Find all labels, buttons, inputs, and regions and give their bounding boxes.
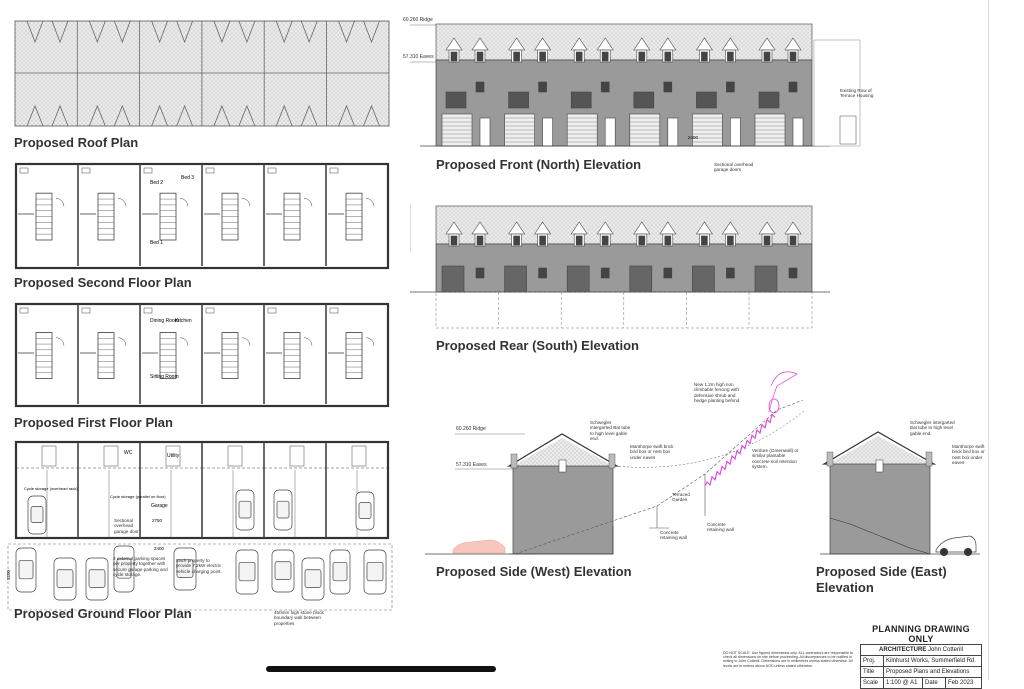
ground-floor-plan-drawing: WC Utility Garage Cycle storage (overhea… bbox=[6, 440, 393, 611]
second-floor-plan-drawing: Bed 2 Bed 3 Bed 1 bbox=[14, 162, 390, 270]
side-west-elevation-title: Proposed Side (West) Elevation bbox=[436, 564, 632, 579]
rear-elevation-title: Proposed Rear (South) Elevation bbox=[436, 338, 639, 353]
dim-2400-plan: 2400 bbox=[154, 546, 165, 551]
side-east-elevation-drawing bbox=[820, 431, 980, 556]
sheet-edge bbox=[988, 0, 989, 680]
existing-terrace-note: Existing Row of Terrace Housing bbox=[840, 88, 874, 99]
manthorpe-note: Manthorpe swift brick bird box or nest b… bbox=[630, 444, 674, 460]
title-label: Title bbox=[861, 667, 884, 677]
tb-practice-row: ARCHITECTURE John Cotterill bbox=[860, 644, 982, 656]
ridge-level-side: 60.260 Ridge bbox=[456, 426, 486, 432]
roof-plan-drawing bbox=[14, 20, 390, 127]
side-east-elevation-title: Proposed Side (East) Elevation bbox=[816, 564, 947, 595]
concrete-wall-note-1: Concrete retaining wall bbox=[660, 530, 687, 541]
concrete-wall-note-2: Concrete retaining wall bbox=[707, 522, 734, 533]
front-elevation-drawing: 2400 bbox=[410, 23, 861, 147]
cycle-storage-mid: Cycle storage (parallel on floor) bbox=[110, 494, 166, 499]
bed2-label: Bed 2 bbox=[150, 180, 163, 186]
dim-2400-front: 2400 bbox=[688, 135, 699, 140]
roof-plan-title: Proposed Roof Plan bbox=[14, 135, 139, 150]
ridge-level-front: 60.260 Ridge bbox=[403, 17, 433, 23]
side-west-elevation-drawing bbox=[425, 371, 806, 555]
dim-2750: 2750 bbox=[152, 518, 163, 523]
title-value: Proposed Plans and Elevations bbox=[886, 669, 970, 675]
wc-label: WC bbox=[124, 450, 133, 456]
parking-note: 2 external parking spaces per property t… bbox=[113, 556, 168, 578]
first-floor-plan-title: Proposed First Floor Plan bbox=[14, 415, 173, 430]
tb-project-row: Proj. Kilnhurst Works, Summerfield Rd. bbox=[860, 656, 982, 667]
ground-floor-plan-title: Proposed Ground Floor Plan bbox=[14, 606, 192, 621]
cycle-storage-left: Cycle storage (overhead rack) bbox=[24, 486, 78, 491]
bat-tube-east-note: Schwegler intergarted Bat tube to high l… bbox=[910, 420, 955, 436]
sectional-doors-note: Sectional overhead garage doors bbox=[714, 162, 754, 173]
first-floor-plan-drawing: Dining Room Kitchen Sitting Room bbox=[14, 302, 390, 408]
practice-name: ARCHITECTURE bbox=[878, 647, 927, 653]
tb-title-row: Title Proposed Plans and Elevations bbox=[860, 667, 982, 678]
kitchen-label: Kitchen bbox=[175, 318, 192, 324]
terraced-garden-note: Terraced Garden bbox=[672, 492, 690, 503]
verdure-note: Verdure (Greenwall) or similar plantable… bbox=[752, 448, 799, 470]
bed3-label: Bed 3 bbox=[181, 175, 194, 181]
ev-charging-note: Each property to provide 7.2kW electric … bbox=[176, 558, 222, 574]
architect-name: John Cotterill bbox=[928, 647, 964, 653]
garage-label: Garage bbox=[151, 503, 168, 509]
title-block: PLANNING DRAWING ONLY ARCHITECTURE John … bbox=[860, 624, 982, 689]
bed1-label: Bed 1 bbox=[150, 240, 163, 246]
second-floor-plan-title: Proposed Second Floor Plan bbox=[14, 275, 192, 290]
bat-tube-note: Schwegler intergarted Bat tube to high l… bbox=[590, 420, 631, 442]
home-indicator[interactable] bbox=[266, 666, 496, 672]
disclaimer-text: DO NOT SCALE. Use figured dimensions onl… bbox=[723, 651, 853, 668]
eaves-level-front: 57.310 Eaves bbox=[403, 54, 434, 60]
eaves-level-side: 57.310 Eaves bbox=[456, 462, 487, 468]
utility-label: Utility bbox=[167, 453, 180, 459]
rear-elevation-drawing bbox=[410, 204, 830, 329]
dining-label: Dining Room bbox=[150, 318, 179, 324]
planning-heading: PLANNING DRAWING ONLY bbox=[872, 624, 970, 644]
proj-value: Kilnhurst Works, Summerfield Rd. bbox=[886, 658, 976, 664]
front-elevation-title: Proposed Front (North) Elevation bbox=[436, 157, 642, 172]
proj-label: Proj. bbox=[861, 656, 884, 666]
manthorpe-east-note: Manthorpe swift brick bird box or nest b… bbox=[952, 444, 985, 466]
sitting-label: Sitting Room bbox=[150, 374, 179, 380]
fencing-note: New 1.2m high non climbable fencing with… bbox=[694, 382, 740, 404]
sectional-door-note: Sectional overhead garage door bbox=[114, 518, 139, 534]
dim-5200: 5200 bbox=[6, 569, 11, 580]
boundary-wall-note: 450mm high stone block boundary wall bet… bbox=[274, 610, 324, 626]
